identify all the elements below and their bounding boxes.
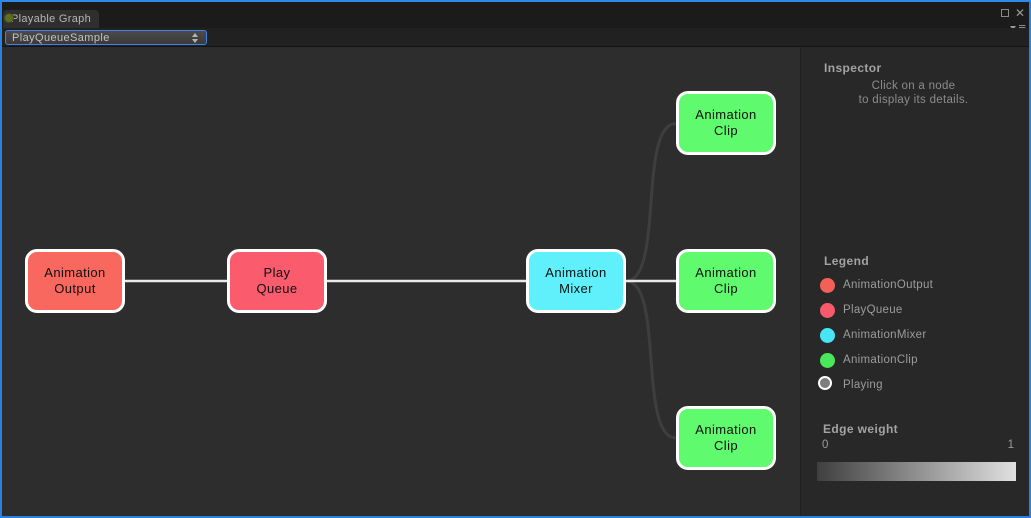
node-animation-clip-bottom[interactable]: Animation Clip bbox=[676, 406, 776, 470]
tab-title: Playable Graph bbox=[10, 13, 92, 25]
toolbar: PlayQueueSample bbox=[2, 28, 1029, 47]
window-header: Playable Graph ✕ ≡ bbox=[2, 2, 1029, 34]
node-label: Animation bbox=[695, 107, 757, 122]
legend-label: AnimationMixer bbox=[843, 329, 927, 341]
node-label: Queue bbox=[256, 281, 298, 296]
legend-item-playing: Playing bbox=[801, 376, 1029, 396]
node-label: Play bbox=[263, 265, 291, 280]
node-animation-output[interactable]: Animation Output bbox=[25, 249, 125, 313]
node-label: Clip bbox=[714, 123, 738, 138]
inspector-hint-line2: to display its details. bbox=[858, 93, 969, 106]
legend-dot-animation-output bbox=[820, 278, 835, 293]
maximize-icon[interactable] bbox=[1000, 9, 1009, 17]
inspector-title: Inspector bbox=[824, 61, 882, 75]
node-label: Animation bbox=[44, 265, 106, 280]
node-animation-clip-middle[interactable]: Animation Clip bbox=[676, 249, 776, 313]
edge-mixer-to-clip-top bbox=[625, 122, 677, 283]
dropdown-arrows-icon bbox=[192, 33, 198, 43]
legend-item-animation-mixer: AnimationMixer bbox=[801, 326, 1029, 346]
legend-label: AnimationClip bbox=[843, 354, 918, 366]
window-controls: ✕ bbox=[1000, 6, 1025, 20]
legend-item-animation-clip: AnimationClip bbox=[801, 351, 1029, 371]
node-animation-mixer[interactable]: Animation Mixer bbox=[526, 249, 626, 313]
edge-weight-max-label: 1 bbox=[1007, 439, 1014, 451]
graph-edges bbox=[125, 122, 677, 440]
node-play-queue[interactable]: Play Queue bbox=[227, 249, 327, 313]
legend-item-play-queue: PlayQueue bbox=[801, 301, 1029, 321]
node-label: Animation bbox=[695, 422, 757, 437]
legend-label: Playing bbox=[843, 379, 883, 391]
hamburger-icon: ≡ bbox=[1018, 21, 1026, 34]
legend-label: PlayQueue bbox=[843, 304, 903, 316]
graph-canvas[interactable]: Animation Output Play Queue Animation Mi… bbox=[2, 47, 800, 516]
inspector-hint-line1: Click on a node bbox=[871, 80, 956, 92]
legend-dot-playing bbox=[818, 376, 832, 390]
legend-dot-animation-clip bbox=[820, 353, 835, 368]
legend-title: Legend bbox=[824, 254, 870, 268]
edge-weight-min-label: 0 bbox=[822, 439, 829, 451]
node-label: Clip bbox=[714, 281, 738, 296]
node-animation-clip-top[interactable]: Animation Clip bbox=[676, 91, 776, 155]
node-label: Animation bbox=[545, 265, 607, 280]
graph-selector-dropdown[interactable]: PlayQueueSample bbox=[5, 30, 207, 45]
graph-selector-value: PlayQueueSample bbox=[12, 31, 110, 44]
tab-playable-graph[interactable]: Playable Graph bbox=[3, 10, 99, 28]
legend-dot-play-queue bbox=[820, 303, 835, 318]
graph-tab-icon bbox=[4, 13, 14, 23]
content: Animation Output Play Queue Animation Mi… bbox=[2, 47, 1029, 516]
node-label: Output bbox=[54, 281, 96, 296]
close-icon[interactable]: ✕ bbox=[1014, 6, 1025, 20]
legend-label: AnimationOutput bbox=[843, 279, 934, 291]
edge-mixer-to-clip-bottom bbox=[625, 279, 677, 440]
inspector-panel: Inspector Click on a node to display its… bbox=[800, 47, 1029, 516]
node-label: Animation bbox=[695, 265, 757, 280]
inspector-hint: Click on a node to display its details. bbox=[801, 80, 1026, 107]
edge-weight-gradient-bar bbox=[817, 462, 1016, 481]
legend-dot-animation-mixer bbox=[820, 328, 835, 343]
edge-weight-title: Edge weight bbox=[823, 422, 899, 436]
node-label: Clip bbox=[714, 438, 738, 453]
legend-item-animation-output: AnimationOutput bbox=[801, 276, 1029, 296]
node-label: Mixer bbox=[559, 281, 593, 296]
